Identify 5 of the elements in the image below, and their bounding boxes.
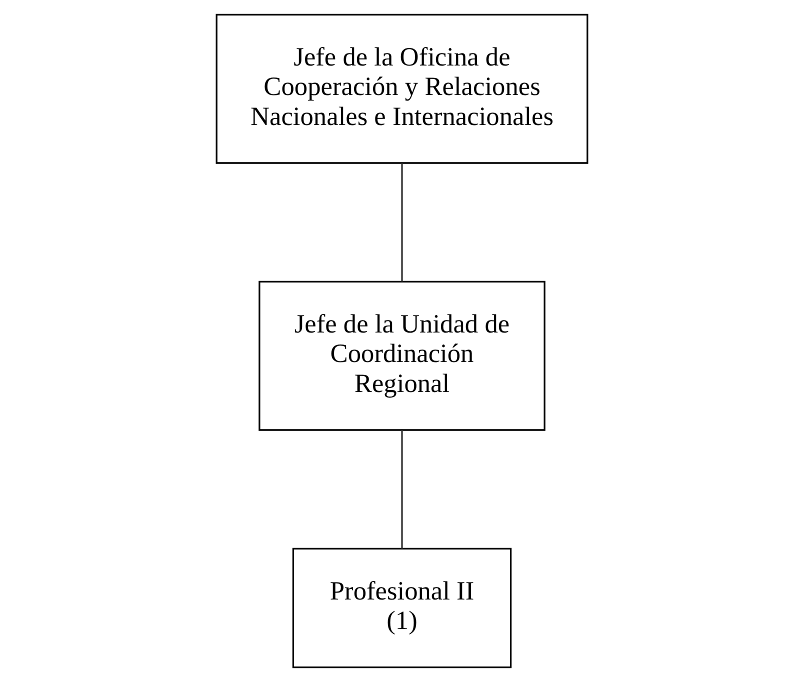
connector [401,163,403,282]
connector [401,430,403,549]
node-box: Profesional II (1) [292,548,512,668]
node-box: Jefe de la Oficina de Cooperación y Relaciones Nacionales e Internacionales [216,14,588,164]
node-box: Jefe de la Unidad de Coordinación Regional [258,280,546,431]
